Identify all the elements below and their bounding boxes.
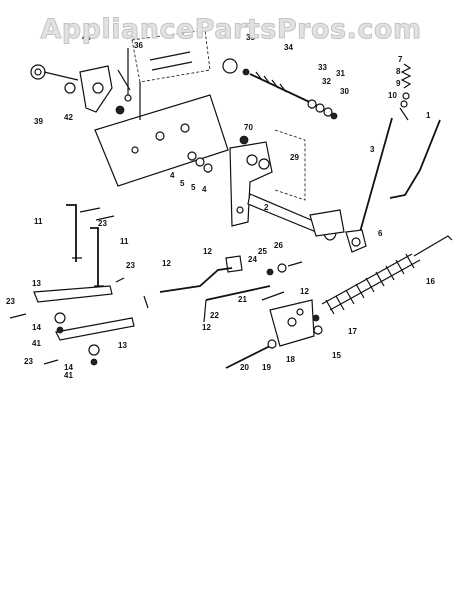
callout-4b: 4 [202,185,207,194]
control-rods [143,255,303,323]
callout-12a: 12 [203,247,212,256]
watermark: AppliancePartsPros.com [40,14,422,46]
callout-9: 9 [396,79,401,88]
callout-19: 19 [262,363,271,372]
callout-26: 26 [274,241,283,250]
callout-18: 18 [286,355,295,364]
callout-32: 32 [322,77,331,86]
callout-16: 16 [426,277,435,286]
callout-3: 3 [370,145,375,154]
callout-41b: 41 [64,371,73,380]
callout-15: 15 [332,351,341,360]
callout-40: 40 [82,33,91,42]
callout-6: 6 [378,229,383,238]
lift-links [9,277,135,366]
lift-bracket [30,48,132,115]
callout-5a: 5 [180,179,185,188]
callout-30: 30 [340,87,349,96]
callout-31: 31 [336,69,345,78]
callout-25: 25 [258,247,267,256]
callout-70: 70 [244,123,253,132]
callout-12d: 12 [300,287,309,296]
callout-14a: 14 [32,323,41,332]
callout-20: 20 [240,363,249,372]
callout-24: 24 [248,255,257,264]
callout-23a: 23 [98,219,107,228]
callout-12c: 12 [202,323,211,332]
callout-7: 7 [398,55,403,64]
callout-36: 36 [134,41,143,50]
mounting-bracket [225,291,323,369]
callout-17: 17 [348,327,357,336]
callout-23b: 23 [126,261,135,270]
callout-10: 10 [388,91,397,100]
callout-4a: 4 [170,171,175,180]
callout-13b: 13 [118,341,127,350]
callout-23d: 23 [24,357,33,366]
callout-29: 29 [290,153,299,162]
callout-39: 39 [34,117,43,126]
callout-42: 42 [64,113,73,122]
callout-13a: 13 [32,279,41,288]
frame-plate [94,29,229,187]
callout-5b: 5 [191,183,196,192]
callout-11b: 11 [120,237,129,246]
tension-spring [321,235,453,315]
callout-33: 33 [318,63,327,72]
hangers [66,204,115,290]
adjust-bolt [222,58,338,120]
callout-11a: 11 [34,217,43,226]
lift-shaft [187,129,345,241]
callout-21: 21 [238,295,247,304]
callout-22: 22 [210,311,219,320]
callout-labels: 1 2 3 4 4 5 5 6 7 8 9 10 11 11 12 12 12 … [6,33,435,380]
callout-35: 35 [246,33,255,42]
lift-rods [345,117,441,253]
callout-1: 1 [426,111,431,120]
callout-23c: 23 [6,297,15,306]
callout-8: 8 [396,67,401,76]
callout-2: 2 [264,203,269,212]
spring-stack [399,63,412,121]
callout-34: 34 [284,43,293,52]
callout-14b: 14 [64,363,73,372]
callout-41a: 41 [32,339,41,348]
callout-12b: 12 [162,259,171,268]
